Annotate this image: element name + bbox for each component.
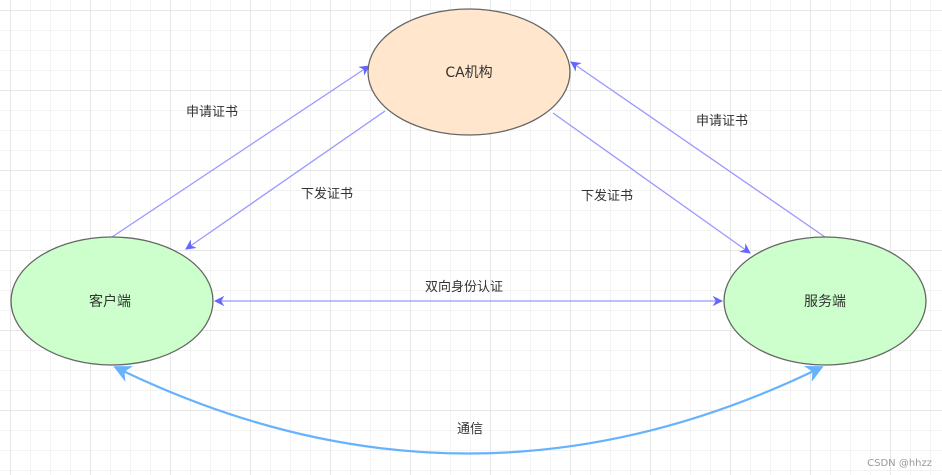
ca-issue-client-label: 下发证书 [301,186,353,202]
server-node [723,236,927,366]
mutual-auth-label: 双向身份认证 [425,279,503,295]
communication-arrow [113,366,824,455]
client-apply-label: 申请证书 [186,105,238,120]
server-apply-label: 申请证书 [696,114,748,129]
client-node [10,236,214,366]
watermark-text: CSDN @hhzz [867,458,932,469]
server-apply-arrow [570,61,826,238]
communication-label: 通信 [457,422,483,437]
ca-node-label: CA机构 [445,65,492,81]
ca-issue-server-arrow [552,112,751,254]
server-node-label: 服务端 [804,294,846,310]
client-node-label: 客户端 [89,293,131,310]
ca-issue-client-arrow [185,110,386,250]
ca-issue-server-label: 下发证书 [581,188,633,204]
client-apply-arrow [111,65,370,238]
ca-node [367,8,571,136]
